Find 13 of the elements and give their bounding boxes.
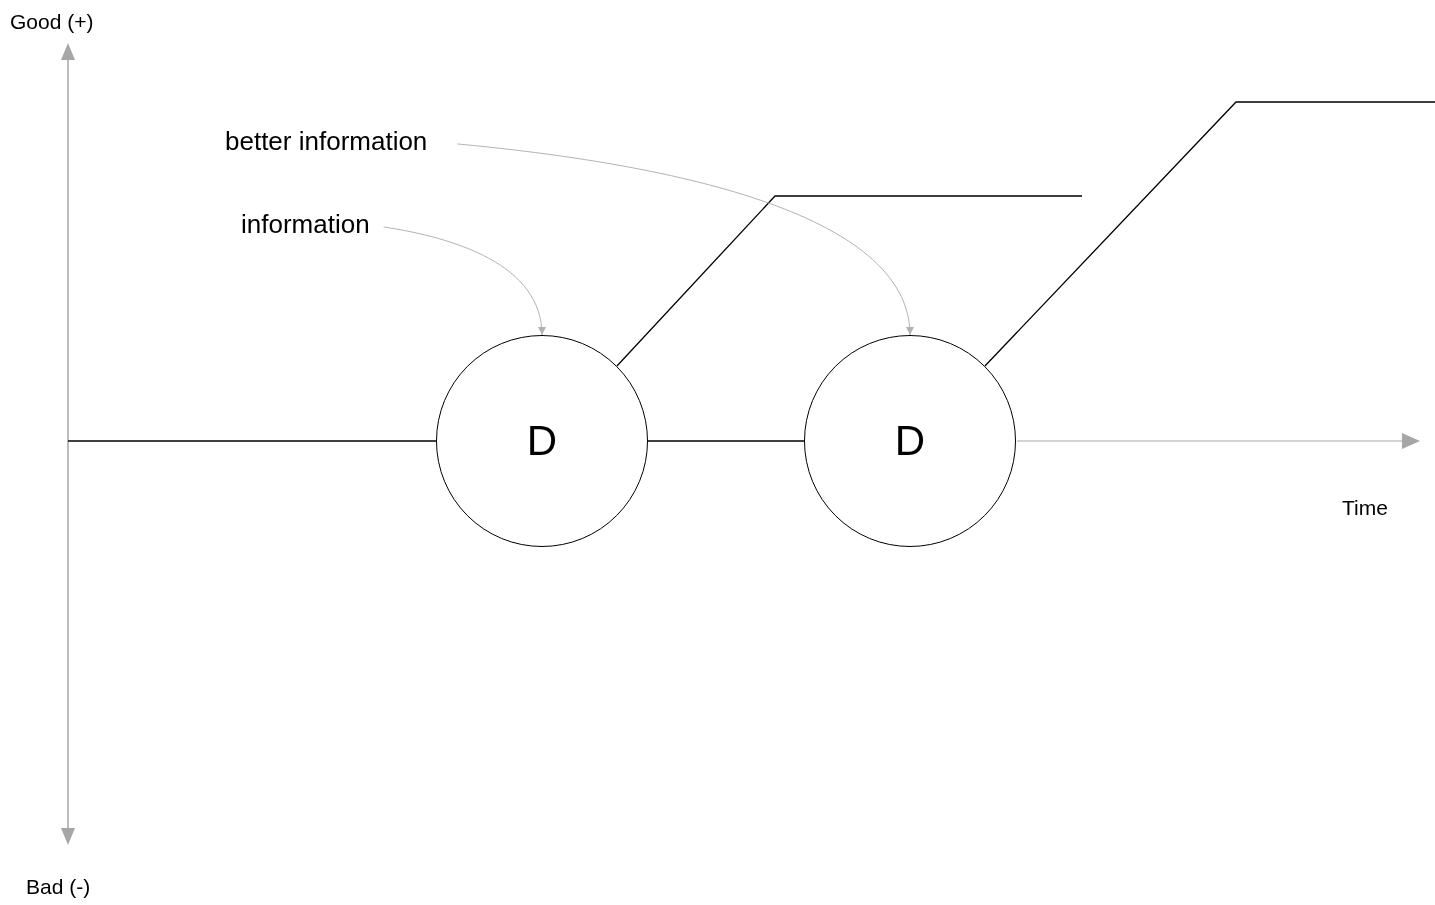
path-line	[647, 440, 805, 442]
leader-arrow	[456, 143, 913, 336]
path-line	[616, 195, 1083, 367]
annotation-text: better information	[225, 127, 428, 157]
path-line	[67, 440, 437, 442]
axis-label: Bad (-)	[26, 875, 91, 900]
annotation-text: information	[241, 210, 370, 240]
node-label: D	[894, 417, 926, 465]
axis-label: Good (+)	[10, 10, 94, 35]
node-label: D	[526, 417, 558, 465]
leader-arrow	[383, 226, 546, 336]
path-line	[984, 101, 1435, 367]
axis-label: Time	[1342, 496, 1388, 521]
